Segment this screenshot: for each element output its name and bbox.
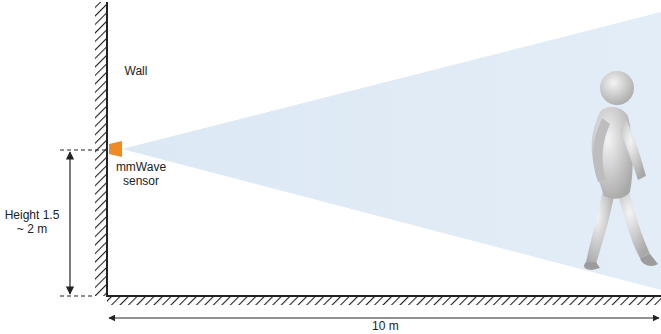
floor-line <box>106 295 661 297</box>
height-dimension <box>69 152 70 294</box>
walking-person <box>584 71 658 270</box>
extension-line <box>60 149 108 150</box>
height-label: Height 1.5 ~ 2 m <box>2 208 62 236</box>
wall-label: Wall <box>116 64 156 78</box>
wall-hatch <box>95 2 106 296</box>
extension-line <box>60 295 95 296</box>
mmwave-sensor <box>109 141 122 157</box>
floor-hatch <box>107 296 661 305</box>
sensor-label: mmWave sensor <box>112 160 170 188</box>
sensor-beam <box>122 12 661 290</box>
wall-line <box>106 2 108 296</box>
distance-label: 10 m <box>368 319 403 333</box>
